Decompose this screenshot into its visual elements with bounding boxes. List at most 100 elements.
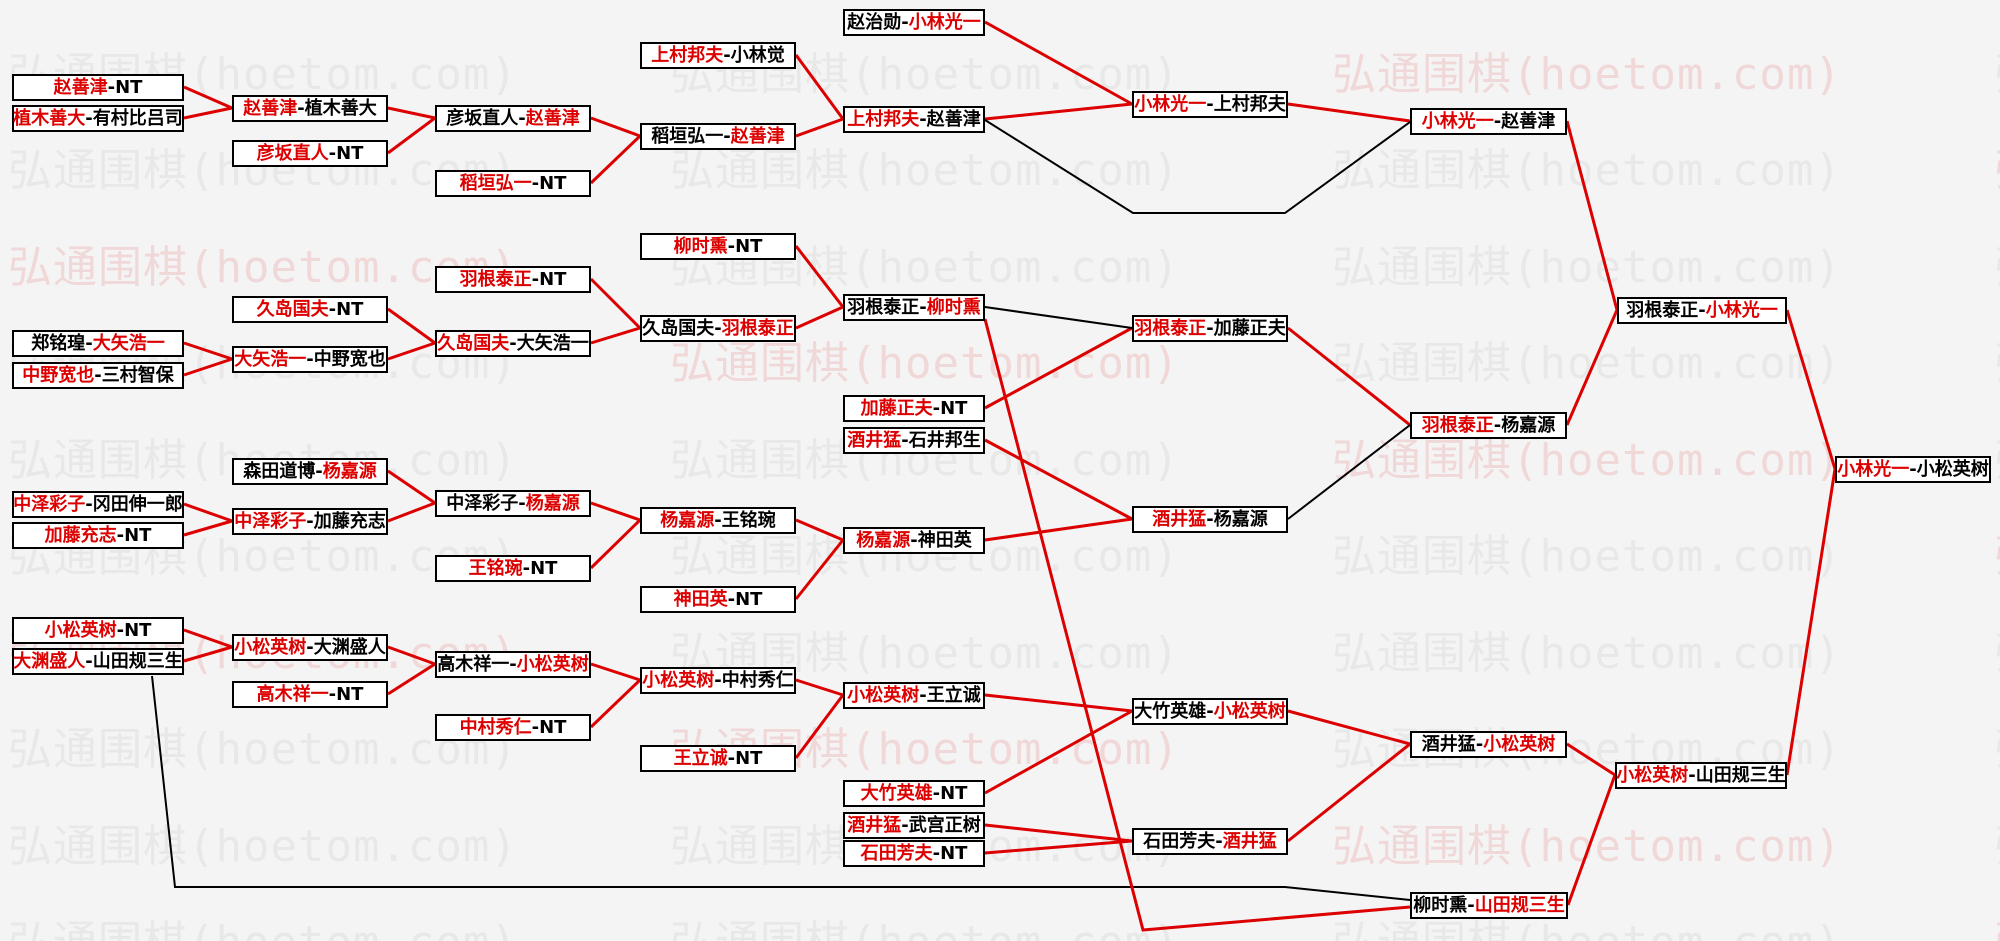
match-box: 羽根泰正-杨嘉源 <box>1410 412 1567 439</box>
winner-path-line <box>1566 742 1616 777</box>
player-name-left: 大竹英雄 <box>860 782 933 804</box>
winner-path-line <box>183 645 233 663</box>
match-box: 小松英树-NT <box>12 617 184 644</box>
winner-path-line <box>183 502 233 523</box>
winner-path-line <box>183 357 233 377</box>
vs-separator: - <box>727 747 736 769</box>
winner-path-line <box>387 469 436 505</box>
player-name-left: 石田芳夫 <box>860 842 933 864</box>
vs-separator: - <box>1467 894 1475 916</box>
player-name-right: 加藤正夫 <box>1213 317 1286 339</box>
winner-path-line <box>984 102 1133 121</box>
match-box: 神田英-NT <box>640 586 796 613</box>
match-box: 杨嘉源-王铭琬 <box>640 507 796 534</box>
player-name-left: 中泽彩子 <box>13 493 86 515</box>
player-name-left: 森田道博 <box>243 460 316 482</box>
player-name-left: 石田芳夫 <box>1143 830 1216 852</box>
match-box: 上村邦夫-小林觉 <box>640 42 796 69</box>
vs-separator: - <box>901 814 909 836</box>
winner-path-line <box>983 318 1411 932</box>
winner-path-line <box>795 678 844 697</box>
match-box: 酒井猛-武宫正树 <box>843 812 985 839</box>
winner-path-line <box>1287 326 1411 427</box>
vs-separator: - <box>518 492 526 514</box>
match-box: 杨嘉源-神田英 <box>843 527 985 554</box>
watermark-text: 弘通围棋(hoetom.com) <box>1994 520 2000 584</box>
match-box: 植木善大-有村比吕司 <box>12 105 184 132</box>
player-name-right: 王立诚 <box>926 684 981 706</box>
vs-separator: - <box>723 125 731 147</box>
player-name-left: 植木善大 <box>13 107 86 129</box>
player-name-left: 小林光一 <box>1134 93 1207 115</box>
match-box: 石田芳夫-NT <box>843 840 985 867</box>
winner-path-line <box>794 54 845 120</box>
winner-path-line <box>589 134 642 185</box>
player-name-right: NT <box>940 782 968 804</box>
player-name-left: 羽根泰正 <box>459 268 532 290</box>
winner-path-line <box>984 693 1133 713</box>
player-name-right: 冈田伸一郎 <box>92 493 183 515</box>
player-name-left: 彦坂直人 <box>446 107 519 129</box>
vs-separator: - <box>901 11 909 33</box>
winner-path-line <box>1565 120 1619 311</box>
player-name-left: 杨嘉源 <box>856 529 911 551</box>
match-box: 久岛国夫-大矢浩一 <box>435 330 591 357</box>
winner-path-line <box>1565 309 1619 426</box>
watermark-text: 弘通围棋(hoetom.com) <box>1994 38 2000 102</box>
winner-path-line <box>984 20 1133 106</box>
vs-separator: - <box>932 397 941 419</box>
vs-separator: - <box>328 298 337 320</box>
watermark-text: 弘通围棋(hoetom.com) <box>1332 49 1842 100</box>
match-box: 稻垣弘一-NT <box>435 170 591 197</box>
watermark-text: 弘通围棋(hoetom.com) <box>670 906 1180 941</box>
vs-separator: - <box>932 782 941 804</box>
player-name-right: 山田规三生 <box>92 650 183 672</box>
match-box: 大渊盛人-山田规三生 <box>12 648 184 675</box>
vs-separator: - <box>531 172 540 194</box>
vs-separator: - <box>1215 830 1223 852</box>
player-name-left: 稻垣弘一 <box>459 172 532 194</box>
player-name-right: 加藤充志 <box>313 510 386 532</box>
vs-separator: - <box>328 142 337 164</box>
match-box: 羽根泰正-柳时熏 <box>843 294 985 321</box>
player-name-left: 赵治勋 <box>847 11 902 33</box>
vs-separator: - <box>714 669 722 691</box>
player-name-left: 久岛国夫 <box>256 298 329 320</box>
player-name-right: NT <box>940 842 968 864</box>
winner-path-line <box>794 245 845 308</box>
winner-path-line <box>387 341 436 361</box>
match-box: 久岛国夫-羽根泰正 <box>640 315 796 342</box>
vs-separator: - <box>85 650 93 672</box>
winner-path-line <box>1566 774 1617 906</box>
match-box: 彦坂直人-赵善津 <box>435 105 591 132</box>
player-name-right: NT <box>115 76 143 98</box>
vs-separator: - <box>306 348 314 370</box>
watermark-text: 弘通围棋(hoetom.com) <box>1332 435 1842 486</box>
winner-path-line <box>589 277 642 330</box>
vs-separator: - <box>919 684 927 706</box>
match-box: 上村邦夫-赵善津 <box>843 106 985 133</box>
player-name-right: NT <box>940 397 968 419</box>
match-box: 大竹英雄-小松英树 <box>1132 698 1288 725</box>
player-name-left: 酒井猛 <box>847 429 902 451</box>
player-name-right: 大矢浩一 <box>92 332 165 354</box>
player-name-left: 酒井猛 <box>1152 508 1207 530</box>
player-name-right: 石井邦生 <box>908 429 981 451</box>
player-name-left: 加藤充志 <box>44 524 117 546</box>
player-name-left: 郑铭瑝 <box>31 332 86 354</box>
winner-path-line <box>984 823 1133 843</box>
winner-path-line <box>984 839 1133 855</box>
vs-separator: - <box>522 557 531 579</box>
winner-path-line <box>590 662 641 682</box>
watermark-text: 弘通围棋(hoetom.com) <box>1994 617 2000 681</box>
match-box: 稻垣弘一-赵善津 <box>640 123 796 150</box>
vs-separator: - <box>727 588 736 610</box>
player-name-right: 杨嘉源 <box>1501 414 1556 436</box>
match-box: 中泽彩子-杨嘉源 <box>435 490 591 517</box>
match-box: 小松英树-王立诚 <box>843 682 985 709</box>
winner-path-line <box>984 709 1133 795</box>
player-name-right: 神田英 <box>917 529 972 551</box>
vs-separator: - <box>1698 299 1706 321</box>
winner-path-line <box>795 518 844 542</box>
